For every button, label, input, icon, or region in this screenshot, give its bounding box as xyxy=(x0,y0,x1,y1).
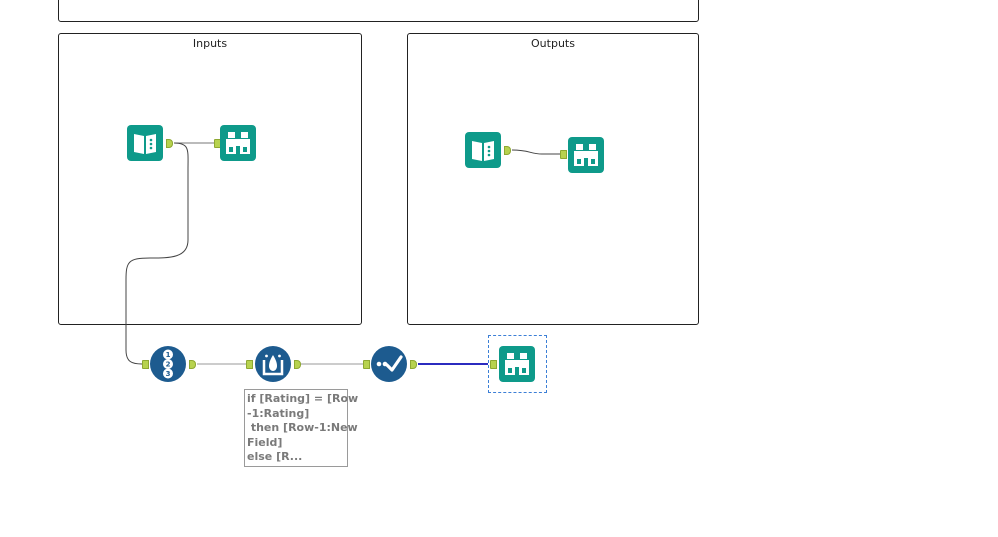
output-anchor[interactable] xyxy=(294,360,301,369)
browse-tool[interactable] xyxy=(220,125,256,161)
input-data-tool[interactable] xyxy=(127,125,163,161)
output-anchor[interactable] xyxy=(410,360,417,369)
multi-row-formula-tool[interactable] xyxy=(255,346,291,382)
output-anchor[interactable] xyxy=(166,139,173,148)
input-anchor[interactable] xyxy=(560,150,567,159)
record-id-tool[interactable]: 1 2 3 xyxy=(150,346,186,382)
svg-text:2: 2 xyxy=(166,361,171,369)
input-data-tool[interactable] xyxy=(465,132,501,168)
input-anchor[interactable] xyxy=(363,360,370,369)
top-container[interactable] xyxy=(58,0,699,22)
svg-text:1: 1 xyxy=(166,351,171,359)
input-anchor[interactable] xyxy=(142,360,149,369)
outputs-container[interactable]: Outputs xyxy=(407,33,699,325)
inputs-container[interactable]: Inputs xyxy=(58,33,362,325)
inputs-container-title: Inputs xyxy=(192,37,228,50)
svg-text:3: 3 xyxy=(166,370,171,378)
outputs-container-title: Outputs xyxy=(531,37,575,50)
browse-tool[interactable] xyxy=(499,346,535,382)
input-anchor[interactable] xyxy=(246,360,253,369)
input-anchor[interactable] xyxy=(490,360,497,369)
output-anchor[interactable] xyxy=(504,146,511,155)
browse-tool[interactable] xyxy=(568,137,604,173)
select-tool[interactable] xyxy=(371,346,407,382)
output-anchor[interactable] xyxy=(189,360,196,369)
selection-box xyxy=(488,335,547,393)
tool-annotation: if [Rating] = [Row -1:Rating] then [Row-… xyxy=(244,389,358,467)
